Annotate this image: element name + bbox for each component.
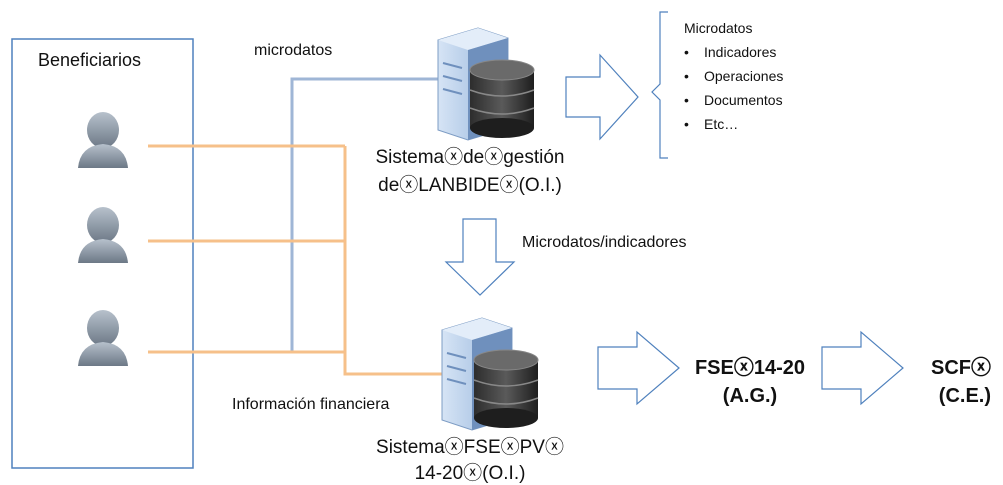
person-icon [78, 310, 128, 366]
lanbide-system-label-line1: Sistemaⓧdeⓧgestión [375, 147, 565, 168]
lanbide-system-label-line2: deⓧLANBIDEⓧ(O.I.) [378, 175, 562, 196]
block-arrow-right [597, 330, 680, 406]
scf-ce-label-line2: (C.E.) [938, 385, 991, 407]
block-arrow-right [821, 330, 904, 406]
person-icon [78, 112, 128, 168]
microdatos-indicadores-label: Microdatos/indicadores [522, 234, 687, 251]
financial-connector [148, 144, 446, 376]
scf-ce-label-line1: SCFⓧ [931, 357, 991, 379]
server-database-icon [441, 317, 539, 431]
person-icon [78, 207, 128, 263]
fse-pv-system-label-line1: SistemaⓧFSEⓧPVⓧ [376, 437, 564, 458]
block-arrow-down [444, 218, 516, 296]
beneficiaries-title: Beneficiarios [38, 50, 142, 70]
brace-list: Indicadores Operaciones Documentos Etc… [680, 40, 783, 136]
microdatos-label: microdatos [254, 42, 333, 59]
fse-pv-system-label-line2: 14-20ⓧ(O.I.) [414, 463, 526, 484]
block-arrow-right [565, 53, 639, 141]
fse-ag-label-line2: (A.G.) [722, 385, 778, 407]
server-database-icon [437, 27, 535, 141]
list-item: Etc… [680, 112, 783, 136]
fse-ag-label-line1: FSEⓧ14-20 [694, 357, 806, 379]
list-item: Documentos [680, 88, 783, 112]
list-item: Indicadores [680, 40, 783, 64]
list-item: Operaciones [680, 64, 783, 88]
brace-bracket [651, 11, 668, 159]
informacion-financiera-label: Información financiera [232, 396, 390, 413]
brace-list-heading: Microdatos [684, 20, 753, 36]
beneficiaries-box [11, 38, 194, 469]
